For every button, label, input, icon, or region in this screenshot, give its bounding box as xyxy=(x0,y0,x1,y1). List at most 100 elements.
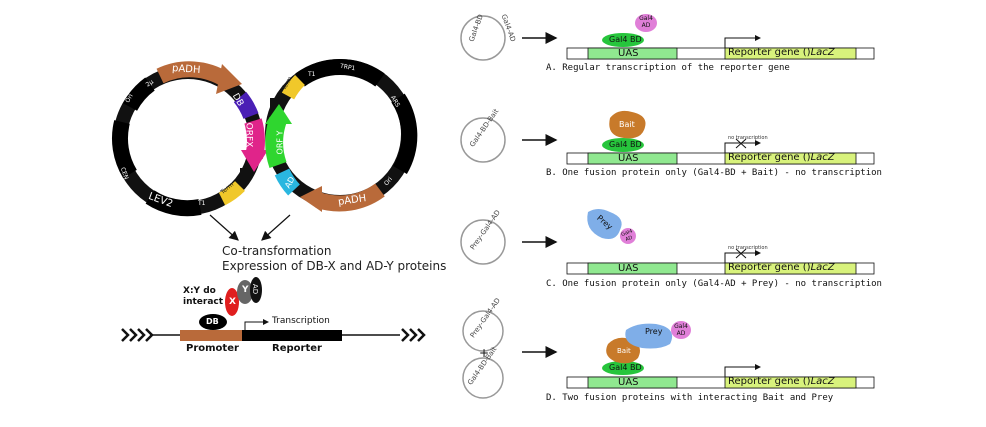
panel-d-bd-label: Gal4 BD xyxy=(609,363,642,372)
promoter-label: Promoter xyxy=(186,343,239,354)
reporter-label: Reporter xyxy=(272,343,322,354)
panel-a-bd-label: Gal4 BD xyxy=(609,35,642,44)
panel-b-reporter xyxy=(724,152,857,165)
panel-b-plasmid xyxy=(460,117,506,163)
panel-c-gal4-ad xyxy=(620,228,636,244)
panel-d-plus: + xyxy=(479,346,490,360)
panel-a-reporter xyxy=(724,47,857,60)
y-protein xyxy=(237,280,253,304)
ad-protein xyxy=(250,277,262,303)
plasmid2-orfy-label: ORF Y xyxy=(275,130,285,155)
panel-c-cross xyxy=(735,248,747,259)
reporter-box xyxy=(242,330,342,341)
plasmid2-segment-top xyxy=(295,59,385,87)
panel-a xyxy=(460,14,875,61)
panel-d-prey xyxy=(625,323,673,349)
transcription-label: Transcription xyxy=(272,316,330,326)
panel-d-prey-label: Prey xyxy=(645,327,663,336)
panel-d-dna xyxy=(566,376,875,389)
panel-a-uas-label: UAS xyxy=(618,48,639,59)
panel-d-ad-label: Gal4 AD xyxy=(674,323,688,337)
panel-b-dna xyxy=(566,152,875,165)
plasmid1-gent-label: Gentamycin xyxy=(104,123,112,160)
panel-a-gal4-ad xyxy=(635,14,657,32)
x-protein xyxy=(225,288,239,316)
panel-b xyxy=(460,110,875,165)
panel-c-reporter-label: Reporter gene ()LacZ xyxy=(728,262,835,273)
cotransform-line2: Expression of DB-X and AD-Y proteins xyxy=(222,259,447,273)
panel-a-reporter-label: Reporter gene ()LacZ xyxy=(728,47,835,58)
y-label: Y xyxy=(242,285,249,295)
plasmid2-orfy-arrowhead xyxy=(265,104,292,124)
plasmid1-orfx-label: ORFX xyxy=(243,122,254,148)
plasmid2-segment-ad xyxy=(274,168,301,196)
reporter-construct xyxy=(121,277,426,342)
panel-b-cross xyxy=(735,138,747,149)
plasmid2-padh-arrowhead xyxy=(300,186,322,212)
chevrons-right xyxy=(401,328,426,342)
panel-c-caption: C. One fusion protein only (Gal4-AD + Pr… xyxy=(546,279,882,289)
panel-a-ad-label: Gal4 AD xyxy=(639,15,653,29)
panel-c-uas xyxy=(587,262,678,275)
panel-b-uas-label: UAS xyxy=(618,153,639,164)
plasmid-ad-y xyxy=(265,59,418,212)
panel-a-dna xyxy=(566,47,875,60)
panel-c xyxy=(460,209,875,275)
plasmid2-t1-label: T1 xyxy=(308,71,316,78)
plasmid-db-x xyxy=(112,61,268,217)
plasmid1-t1-box xyxy=(240,168,250,178)
promoter-box xyxy=(180,330,242,341)
panel-d-plasmid-bait xyxy=(462,357,504,399)
panel-d-caption: D. Two fusion proteins with interacting … xyxy=(546,393,834,403)
plasmid1-segment-left xyxy=(112,120,137,179)
panel-d xyxy=(462,310,875,399)
panel-b-reporter-label: Reporter gene ()LacZ xyxy=(728,152,835,163)
panel-c-plasmid xyxy=(460,219,506,265)
cotransform-line1: Co-transformation xyxy=(222,244,332,258)
plasmid1-t1-label: T1 xyxy=(198,200,206,207)
panel-a-caption: A. Regular transcription of the reporter… xyxy=(546,63,790,73)
transcription-arrow xyxy=(244,319,269,330)
plasmid1-segment-lev2 xyxy=(145,190,202,217)
plasmid2-segment-padh xyxy=(315,183,385,212)
panel-c-uas-label: UAS xyxy=(618,263,639,274)
cotransform-arrow-left xyxy=(209,214,239,241)
panel-b-no-tx-label: no transcription xyxy=(728,135,768,141)
panel-b-uas xyxy=(587,152,678,165)
plasmid1-segment-ori-top xyxy=(122,77,155,112)
panel-d-gal4-bd xyxy=(602,361,644,375)
x-label: X xyxy=(229,297,236,307)
panel-c-reporter xyxy=(724,262,857,275)
panel-c-no-tx-label: no transcription xyxy=(728,245,768,251)
interact-line1: X:Y do xyxy=(183,286,216,296)
panel-c-dna xyxy=(566,262,875,275)
panel-d-reporter-label: Reporter gene ()LacZ xyxy=(728,376,835,387)
panel-d-gal4-ad xyxy=(671,321,691,339)
plasmid1-padh-label: pADH xyxy=(171,63,201,76)
plasmid1-orfx-arrowhead xyxy=(241,150,268,172)
cotransform-arrow-right xyxy=(261,214,291,241)
panel-a-gal4-bd xyxy=(602,33,644,47)
db-label: DB xyxy=(206,317,219,326)
chevrons-left xyxy=(121,328,154,342)
panel-d-reporter xyxy=(724,376,857,389)
interact-line2: interact xyxy=(183,297,224,307)
panel-b-bd-label: Gal4 BD xyxy=(609,140,642,149)
panel-a-uas xyxy=(587,47,678,60)
plasmid2-t1-box xyxy=(270,98,280,108)
panel-d-plasmid-prey xyxy=(462,310,504,352)
panel-d-uas xyxy=(587,376,678,389)
plasmid2-segment-right xyxy=(391,93,418,175)
panel-a-plasmid xyxy=(460,15,506,61)
plasmid1-segment-term xyxy=(218,180,245,206)
plasmid1-segment-db xyxy=(233,91,259,120)
panel-b-bait xyxy=(609,110,646,139)
panel-d-uas-label: UAS xyxy=(618,377,639,388)
plasmid1-padh-arrowhead xyxy=(216,64,242,94)
panel-b-caption: B. One fusion protein only (Gal4-BD + Ba… xyxy=(546,168,882,178)
panel-b-bait-label: Bait xyxy=(619,120,635,129)
ad-label: AD xyxy=(251,283,260,295)
plasmid2-segment-term xyxy=(281,75,306,100)
panel-d-bait-label: Bait xyxy=(617,347,631,355)
